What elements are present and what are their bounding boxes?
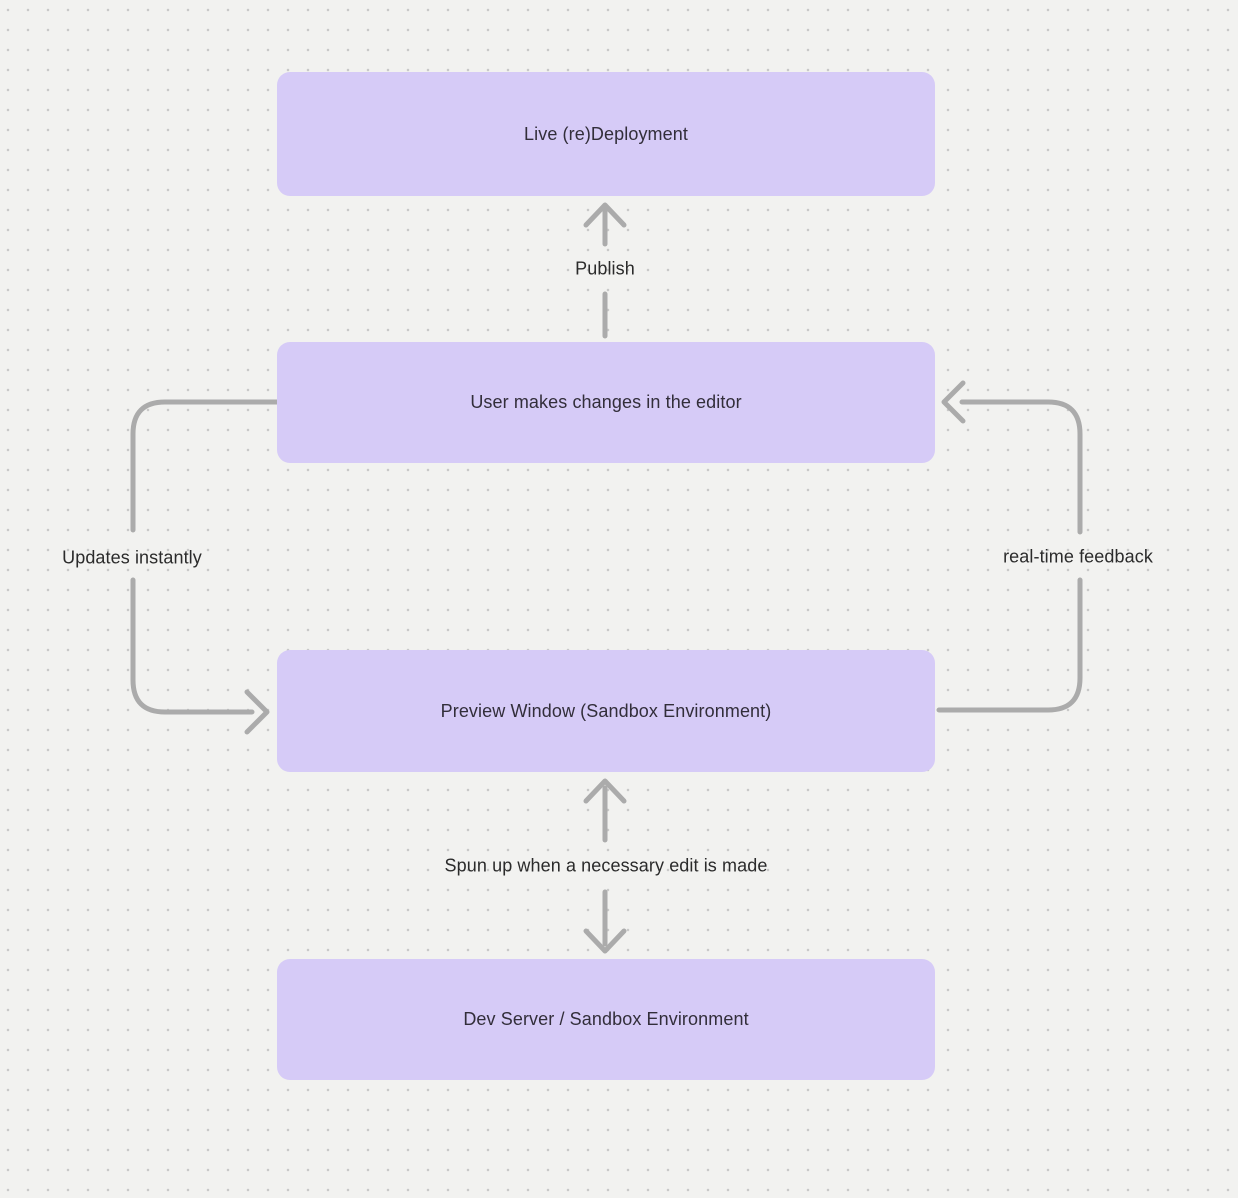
node-dev-server[interactable]: Dev Server / Sandbox Environment <box>277 959 935 1080</box>
node-user-changes[interactable]: User makes changes in the editor <box>277 342 935 463</box>
edge-label-realtime-feedback: real-time feedback <box>1003 546 1153 567</box>
edge-label-publish: Publish <box>575 258 635 279</box>
node-live-redeployment[interactable]: Live (re)Deployment <box>277 72 935 196</box>
edge-label-spun-up: Spun up when a necessary edit is made <box>444 855 768 876</box>
node-label: User makes changes in the editor <box>470 392 742 412</box>
edge-label-updates-instantly: Updates instantly <box>62 547 202 568</box>
node-label: Preview Window (Sandbox Environment) <box>440 700 772 721</box>
node-label: Live (re)Deployment <box>524 123 688 144</box>
node-label: Dev Server / Sandbox Environment <box>463 1009 749 1029</box>
node-preview-window[interactable]: Preview Window (Sandbox Environment) <box>277 650 935 772</box>
